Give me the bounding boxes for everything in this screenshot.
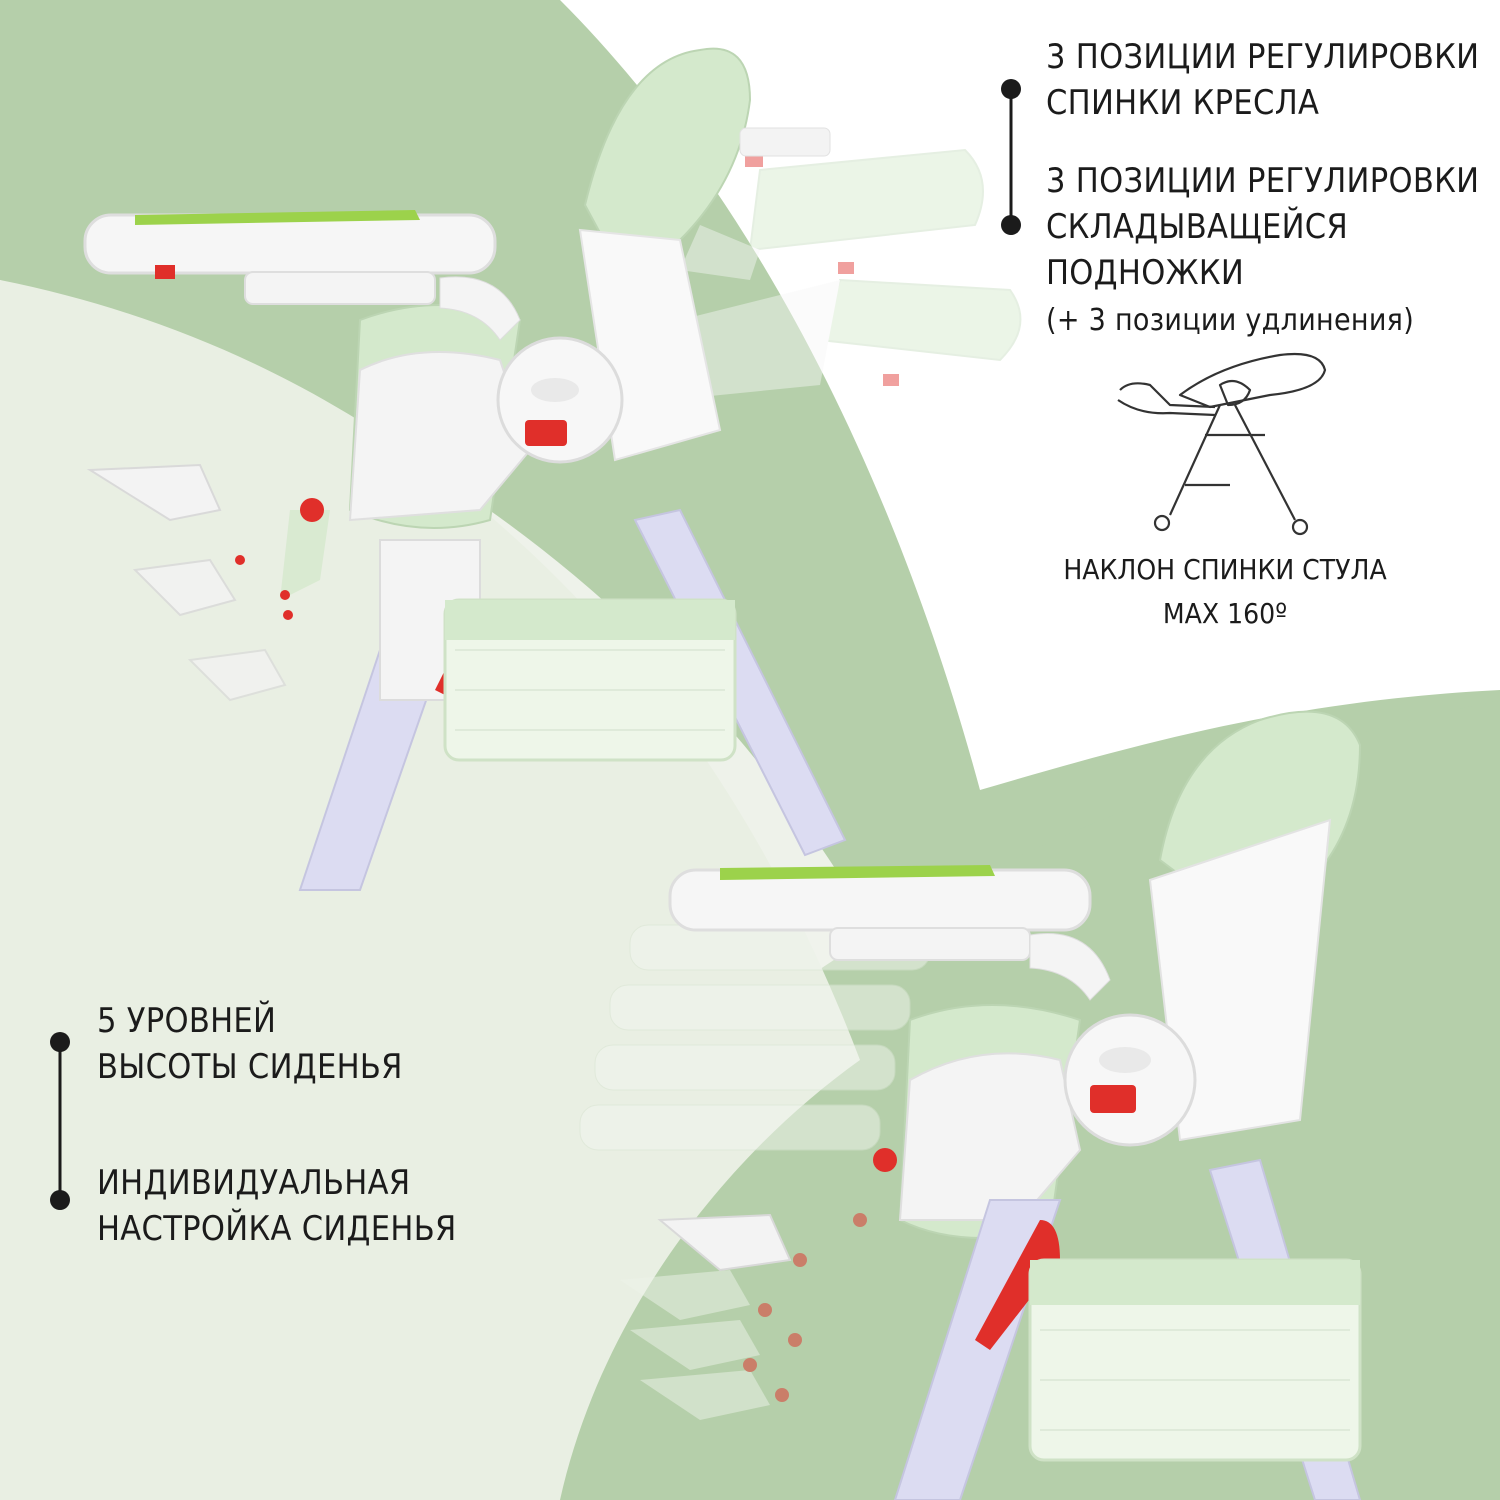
ghost-backrest-positions	[670, 148, 1022, 400]
feature-text: СКЛАДЫВАЩЕЙСЯ ПОДНОЖКИ	[1046, 207, 1348, 293]
feature-note: (+ 3 позиции удлинения)	[1046, 303, 1415, 338]
reclined-highchair-outline-icon	[1117, 352, 1327, 536]
feature-text: ВЫСОТЫ СИДЕНЬЯ	[97, 1047, 403, 1087]
feature-seat-height-levels: 5 УРОВНЕЙ ВЫСОТЫ СИДЕНЬЯ	[97, 998, 403, 1090]
storage-basket-top-chair	[443, 598, 737, 762]
background-white-top-right	[560, 0, 1500, 790]
feature-connector-top	[1001, 79, 1021, 235]
feature-text: НАСТРОЙКА СИДЕНЬЯ	[97, 1209, 457, 1249]
feature-text: ИНДИВИДУАЛЬНАЯ	[97, 1163, 411, 1203]
feature-backrest-positions: 3 ПОЗИЦИИ РЕГУЛИРОВКИ СПИНКИ КРЕСЛА	[1046, 34, 1479, 126]
caption-text: НАКЛОН СПИНКИ СТУЛА	[1063, 553, 1387, 586]
feature-text: 3 ПОЗИЦИИ РЕГУЛИРОВКИ	[1046, 161, 1480, 201]
feature-text: СПИНКИ КРЕСЛА	[1046, 83, 1320, 123]
feature-seat-customization: ИНДИВИДУАЛЬНАЯ НАСТРОЙКА СИДЕНЬЯ	[97, 1160, 457, 1252]
feature-text: 3 ПОЗИЦИИ РЕГУЛИРОВКИ	[1046, 37, 1480, 77]
highchair-height-photo	[579, 710, 1362, 1500]
storage-basket-bottom-chair	[1028, 1258, 1362, 1462]
highchair-recline-photo	[83, 47, 1022, 891]
caption-text: MAX 160º	[1162, 597, 1288, 630]
recline-caption: НАКЛОН СПИНКИ СТУЛА MAX 160º	[1040, 548, 1410, 636]
ghost-height-positions	[579, 924, 1309, 1420]
feature-footrest-positions: 3 ПОЗИЦИИ РЕГУЛИРОВКИ СКЛАДЫВАЩЕЙСЯ ПОДН…	[1046, 158, 1500, 344]
feature-connector-bottom	[50, 1032, 70, 1210]
feature-text: 5 УРОВНЕЙ	[97, 1001, 277, 1041]
